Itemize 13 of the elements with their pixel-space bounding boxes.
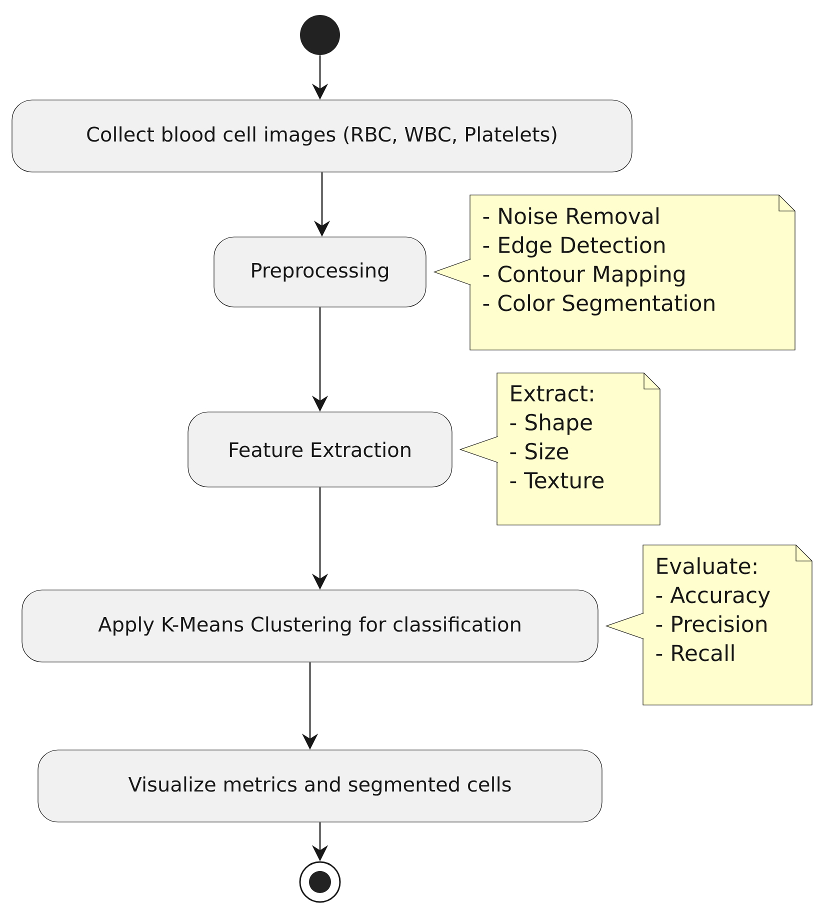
note-pointer <box>605 612 644 640</box>
activity-box: Visualize metrics and segmented cells <box>38 750 602 822</box>
activity-box: Preprocessing <box>214 236 426 308</box>
activity-box: Apply K-Means Clustering for classification <box>22 590 598 662</box>
note: Evaluate: - Accuracy - Precision - Recall <box>642 544 812 706</box>
start-dot <box>300 15 340 55</box>
note-pointer <box>459 436 498 463</box>
note: - Noise Removal - Edge Detection - Contour Mapping - Color Segmentation <box>470 194 796 350</box>
note-pointer <box>433 258 472 286</box>
end-dot <box>299 861 341 903</box>
activity-box: Collect blood cell images (RBC, WBC, Platelets) <box>12 100 632 172</box>
note: Extract: - Shape - Size - Texture <box>496 372 660 526</box>
activity-box: Feature Extraction <box>188 412 452 488</box>
